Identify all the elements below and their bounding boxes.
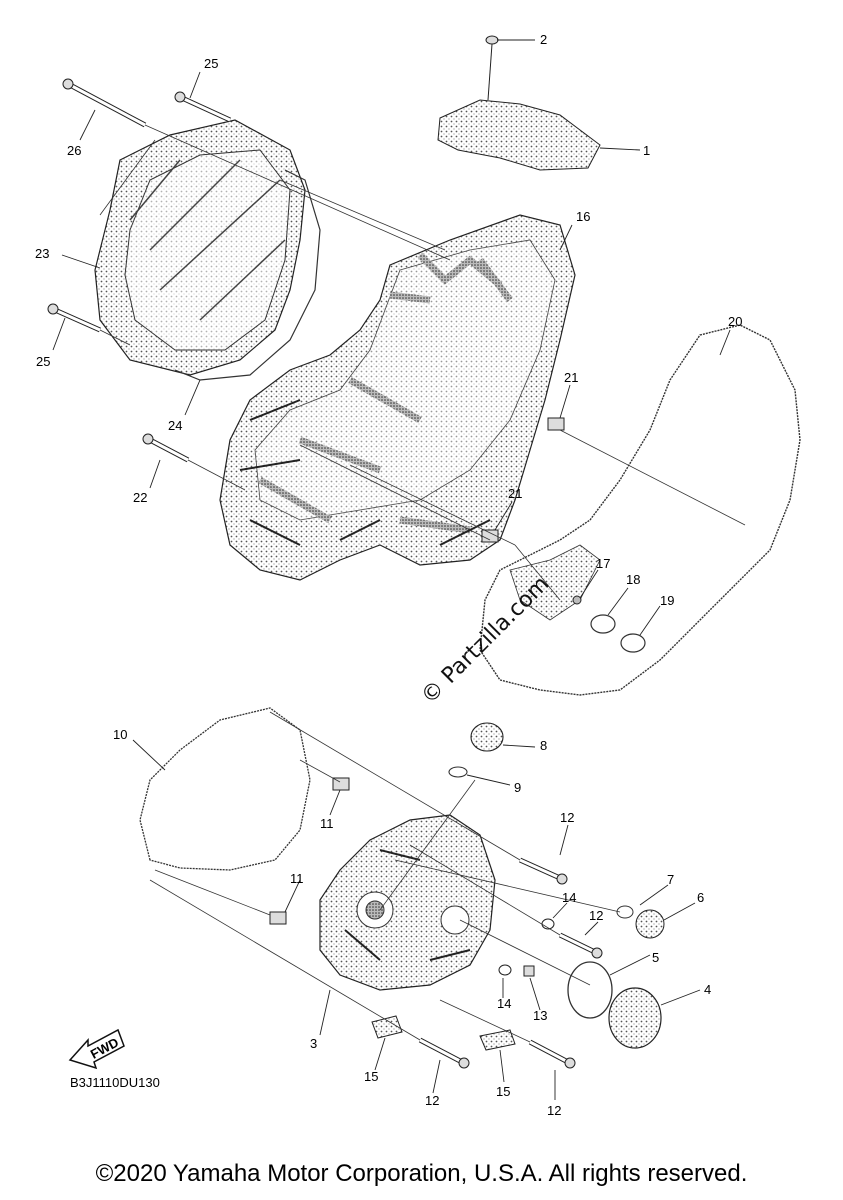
part-12-bolt-c xyxy=(418,1037,470,1069)
part-25-bolt-upper xyxy=(174,91,232,123)
part-9-oring xyxy=(448,766,468,778)
callout-2: 2 xyxy=(540,32,547,47)
part-25-bolt-lower xyxy=(47,303,102,333)
part-4-round-cover xyxy=(608,987,662,1049)
callout-13: 13 xyxy=(533,1008,547,1023)
part-11-dowel-lower xyxy=(269,911,287,925)
part-1-plate xyxy=(437,99,601,171)
callout-15-b: 15 xyxy=(496,1084,510,1099)
part-11-dowel-upper xyxy=(332,777,350,791)
callout-20: 20 xyxy=(728,314,742,329)
callout-11-lower: 11 xyxy=(290,871,304,886)
callout-1: 1 xyxy=(643,143,650,158)
callout-23: 23 xyxy=(35,246,49,261)
part-26-bolt xyxy=(62,78,147,128)
part-8-cap xyxy=(470,722,504,752)
fwd-arrow-icon: FWD xyxy=(68,1028,125,1070)
diagram-code: B3J1110DU130 xyxy=(70,1075,160,1090)
part-15-clamp-b xyxy=(479,1029,516,1051)
callout-9: 9 xyxy=(514,780,521,795)
part-12-bolt-b xyxy=(558,932,603,959)
part-7-oring xyxy=(616,905,634,919)
callout-11-upper: 11 xyxy=(320,816,334,831)
callout-6: 6 xyxy=(697,890,704,905)
part-18-oring xyxy=(590,614,616,634)
leader-lines xyxy=(52,39,731,1100)
callout-16: 16 xyxy=(576,209,590,224)
part-15-clamp-a xyxy=(371,1015,403,1039)
part-12-bolt-a xyxy=(518,857,568,885)
callout-26: 26 xyxy=(67,143,81,158)
callout-12-a: 12 xyxy=(560,810,574,825)
callout-22: 22 xyxy=(133,490,147,505)
callout-19: 19 xyxy=(660,593,674,608)
callout-24: 24 xyxy=(168,418,182,433)
callout-7: 7 xyxy=(667,872,674,887)
callout-12-c: 12 xyxy=(425,1093,439,1108)
callout-17: 17 xyxy=(596,556,610,571)
part-5-gasket xyxy=(567,961,613,1019)
callout-5: 5 xyxy=(652,950,659,965)
callout-14-b: 14 xyxy=(497,996,511,1011)
part-21-dowel-upper xyxy=(547,417,565,431)
part-19-oring xyxy=(620,633,646,653)
part-12-bolt-d xyxy=(528,1039,576,1069)
callout-12-d: 12 xyxy=(547,1103,561,1118)
part-3-crankcase-cover xyxy=(319,814,496,991)
fwd-label: FWD xyxy=(88,1035,121,1062)
part-23-outer-cover xyxy=(94,119,306,376)
part-24-gasket-ring xyxy=(174,169,321,381)
part-10-gasket xyxy=(139,707,311,871)
part-2-bolt xyxy=(485,35,499,101)
callout-12-b: 12 xyxy=(589,908,603,923)
callout-15-a: 15 xyxy=(364,1069,378,1084)
callout-21-upper: 21 xyxy=(564,370,578,385)
part-22-bolt xyxy=(142,433,190,463)
callout-10: 10 xyxy=(113,727,127,742)
callout-labels: 1 2 3 4 5 6 7 8 9 10 11 11 12 12 12 12 1… xyxy=(35,32,742,1118)
part-6-plug xyxy=(635,909,665,939)
alignment-lines-upper xyxy=(99,124,746,601)
callout-3: 3 xyxy=(310,1036,317,1051)
callout-21-lower: 21 xyxy=(508,486,522,501)
callout-4: 4 xyxy=(704,982,711,997)
part-16-crankcase-half xyxy=(219,214,576,581)
callout-8: 8 xyxy=(540,738,547,753)
callout-14-a: 14 xyxy=(562,890,576,905)
part-14-washer-b xyxy=(498,964,512,976)
part-17-dowel xyxy=(572,595,582,605)
callout-25-lower: 25 xyxy=(36,354,50,369)
callout-25-upper: 25 xyxy=(204,56,218,71)
callout-18: 18 xyxy=(626,572,640,587)
copyright-notice: ©2020 Yamaha Motor Corporation, U.S.A. A… xyxy=(95,1160,748,1187)
part-13-dowel xyxy=(523,965,535,977)
alignment-lines-lower xyxy=(149,711,621,1043)
